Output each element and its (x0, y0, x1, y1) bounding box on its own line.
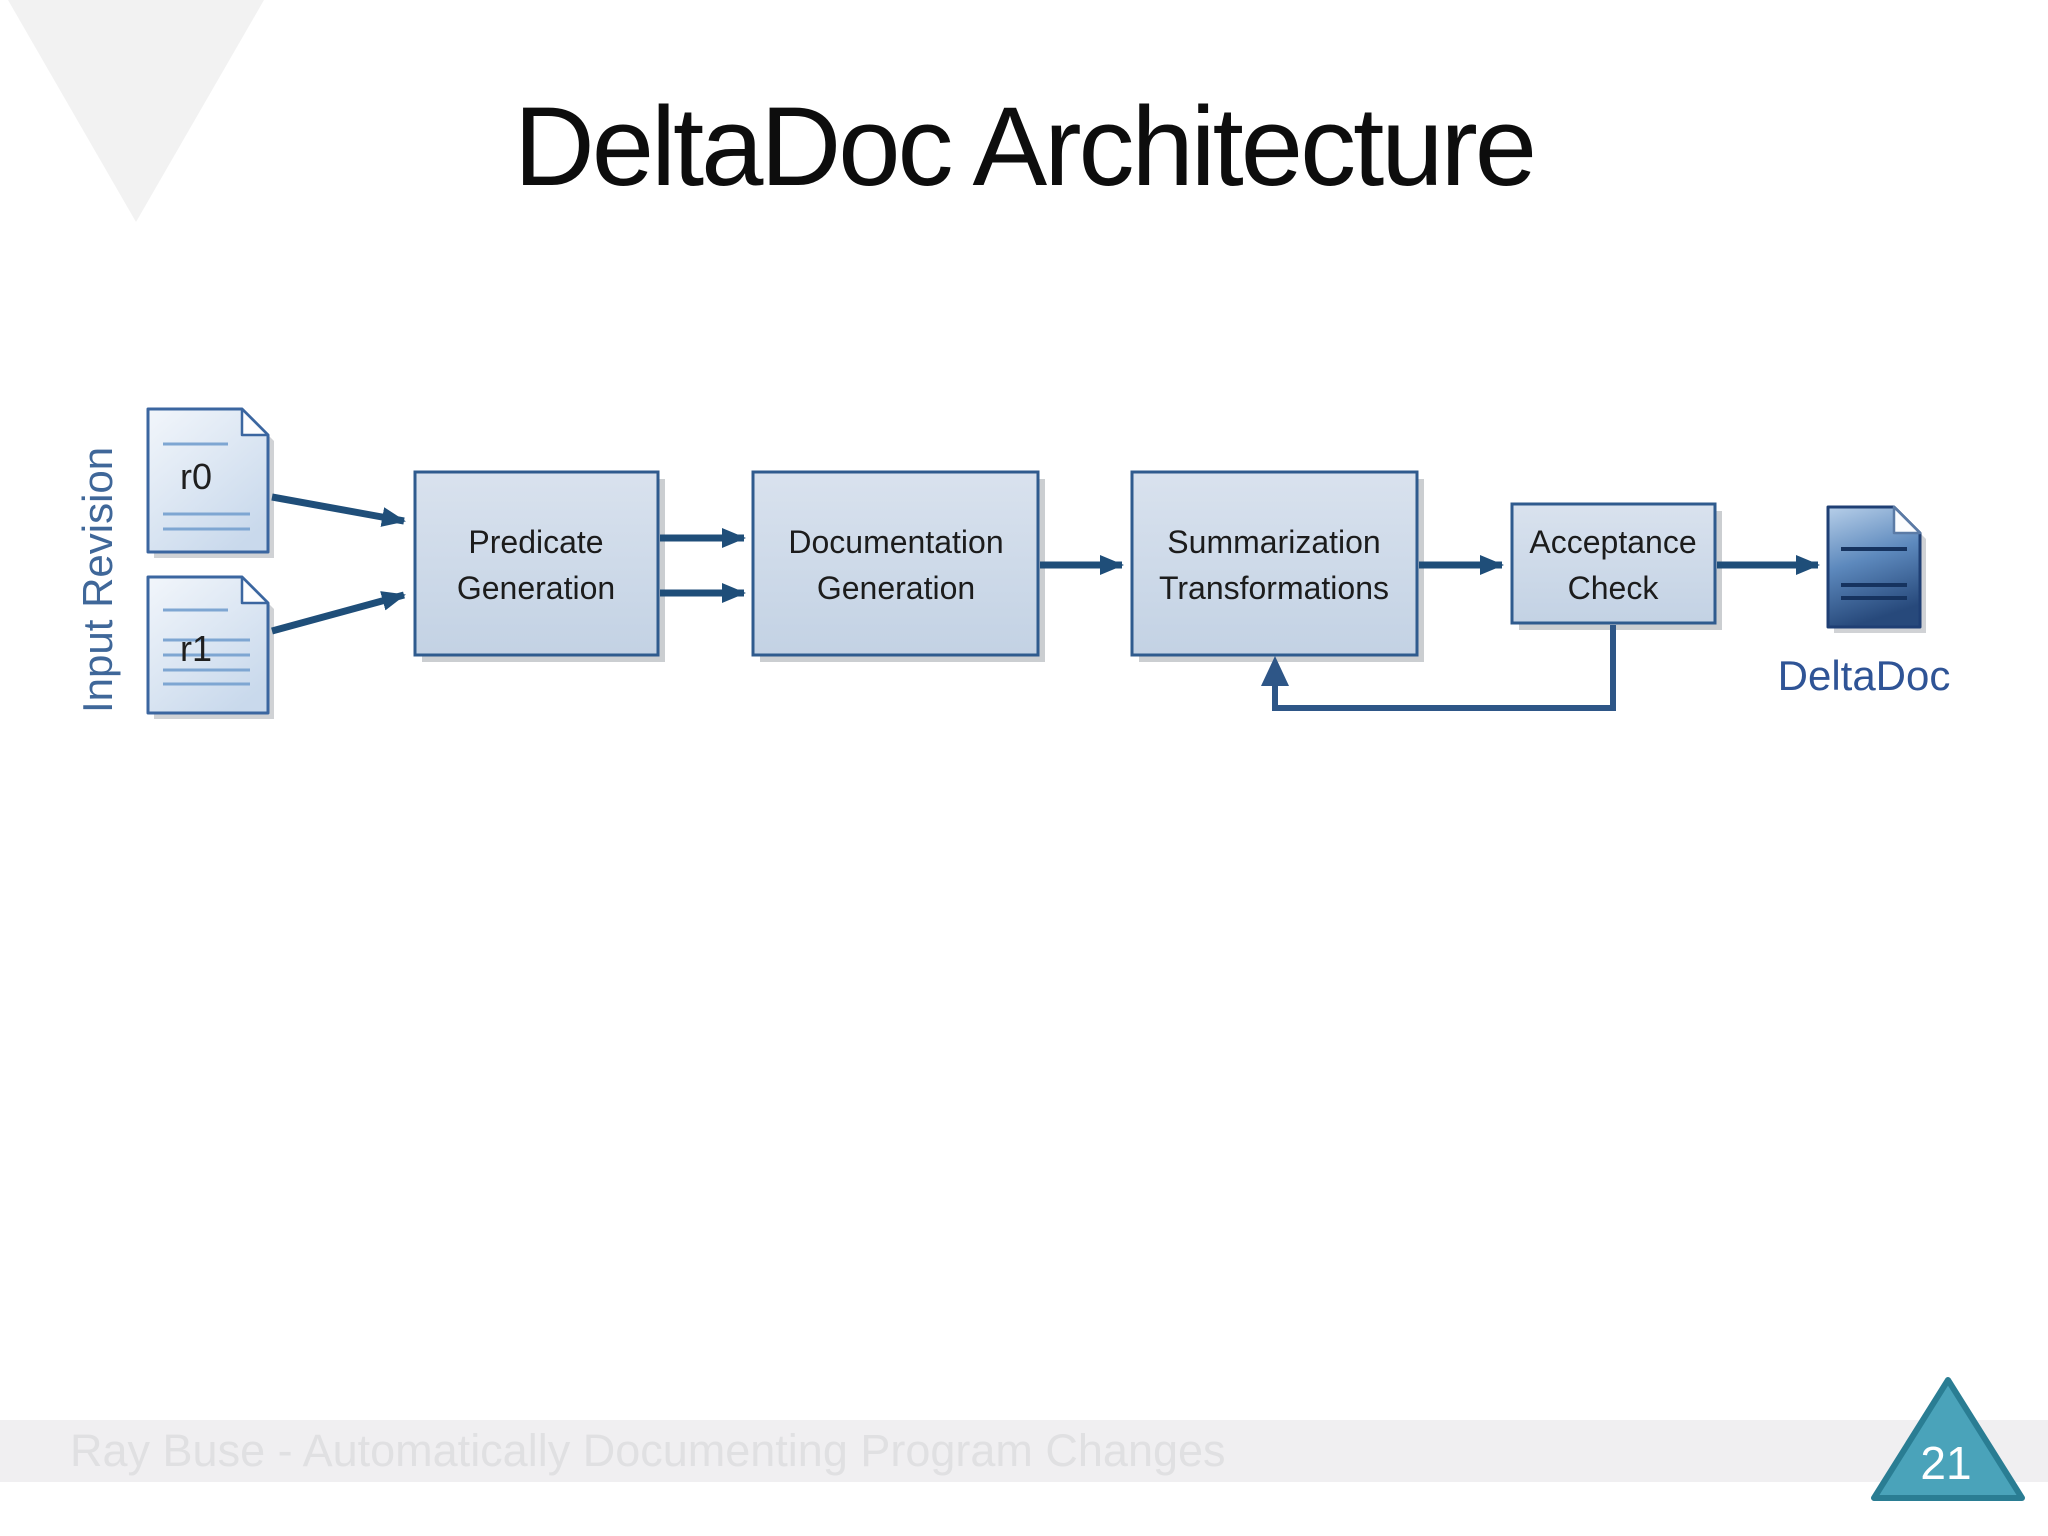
document-r1: r1 (146, 575, 274, 719)
corner-triangle-decoration (8, 0, 264, 222)
page-number: 21 (1920, 1437, 1971, 1489)
box-label-line2: Check (1568, 570, 1660, 606)
box-rect (1510, 502, 1717, 625)
arrow-r1-to-predicate (271, 591, 406, 635)
deltadoc-label: DeltaDoc (1778, 652, 1951, 699)
process-box-documentation-generation: Documentation Generation (751, 470, 1045, 662)
input-revision-label: Input Revision (74, 447, 121, 713)
document-r0-label: r0 (180, 456, 212, 497)
page-number-badge: 21 (1871, 1377, 2025, 1501)
footer-band: Ray Buse - Automatically Documenting Pro… (0, 1420, 2048, 1482)
process-box-acceptance-check: Acceptance Check (1510, 502, 1722, 630)
box-label-line1: Acceptance (1529, 524, 1696, 560)
triangle-shape (8, 0, 264, 222)
page-title: DeltaDoc Architecture (513, 84, 1537, 209)
process-box-predicate-generation: Predicate Generation (413, 470, 665, 662)
box-rect (751, 470, 1040, 657)
feedback-loop (1261, 625, 1616, 711)
deltadoc-fold (1892, 505, 1922, 535)
page-triangle (1871, 1377, 2025, 1501)
process-box-summarization-transformations: Summarization Transformations (1130, 470, 1424, 662)
box-label-line1: Predicate (468, 524, 603, 560)
box-label-line2: Transformations (1159, 570, 1389, 606)
document-r0-lines (163, 442, 250, 531)
footer-text: Ray Buse - Automatically Documenting Pro… (70, 1425, 1226, 1476)
box-rect (1130, 470, 1419, 657)
box-label-line2: Generation (457, 570, 615, 606)
box-label-line1: Summarization (1167, 524, 1380, 560)
document-r0: r0 (146, 407, 274, 558)
box-label-line1: Documentation (788, 524, 1003, 560)
document-r1-fold (240, 575, 270, 605)
arrow-r0-to-predicate (271, 493, 406, 527)
feedback-path (1272, 625, 1616, 711)
feedback-arrowhead (1261, 656, 1289, 686)
document-r1-lines (163, 608, 250, 686)
document-r0-fold (240, 407, 270, 437)
box-rect (413, 470, 660, 657)
deltadoc-lines (1841, 547, 1907, 600)
output-document-deltadoc: DeltaDoc (1778, 505, 1951, 699)
document-r1-label: r1 (180, 628, 212, 669)
box-label-line2: Generation (817, 570, 975, 606)
flow-arrows (271, 493, 1820, 635)
